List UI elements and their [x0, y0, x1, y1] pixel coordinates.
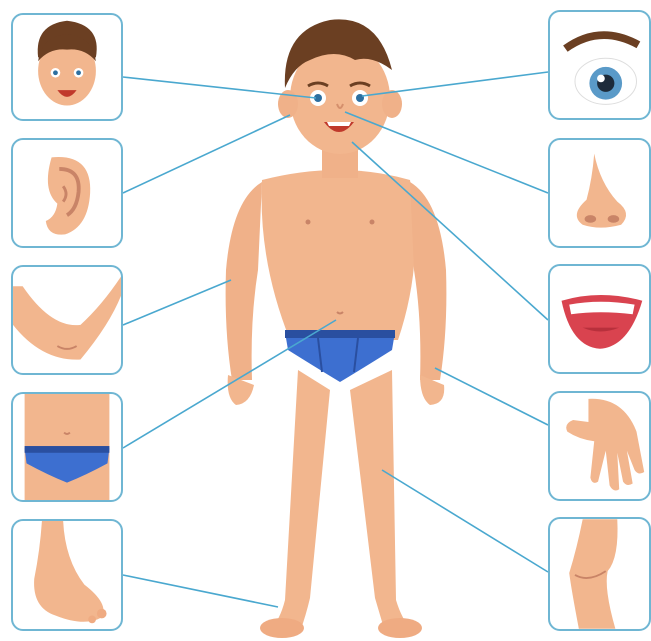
ear-card	[11, 138, 123, 248]
eye-card	[548, 10, 651, 120]
ear-icon	[13, 140, 121, 246]
elbow-icon	[13, 267, 121, 373]
hand-icon	[550, 393, 649, 499]
belly-card	[11, 392, 123, 502]
foot-icon	[13, 521, 121, 629]
foot-card	[11, 519, 123, 631]
face-card	[11, 13, 123, 121]
mouth-card	[548, 264, 651, 374]
knee-card	[548, 517, 651, 631]
mouth-icon	[550, 266, 649, 372]
nose-icon	[550, 140, 649, 246]
face-icon	[13, 15, 121, 119]
elbow-card	[11, 265, 123, 375]
knee-icon	[550, 519, 649, 629]
eye-icon	[550, 12, 649, 118]
nose-card	[548, 138, 651, 248]
belly-icon	[13, 394, 121, 500]
hand-card	[548, 391, 651, 501]
